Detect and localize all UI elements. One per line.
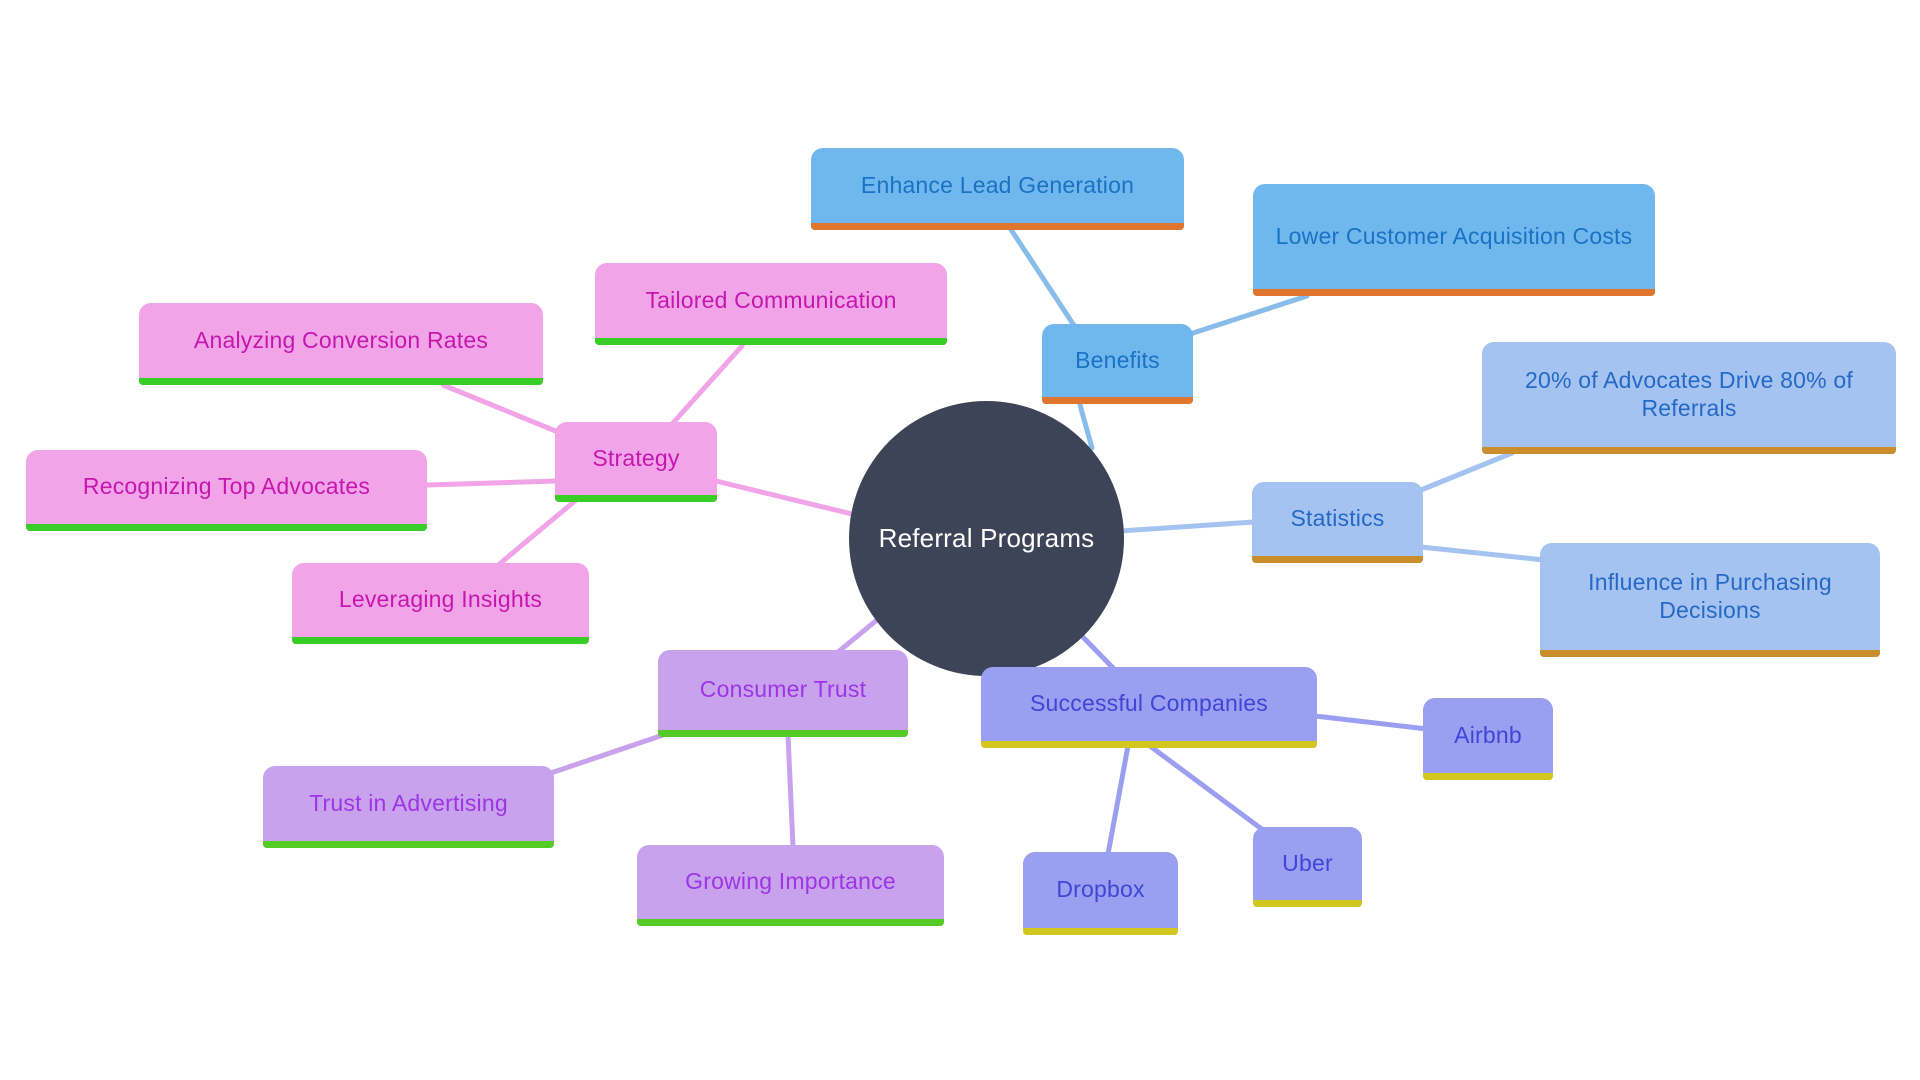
node-airbnb[interactable]: Airbnb [1423,698,1553,780]
link-strategy-leveraging [494,497,579,569]
node-underline [26,524,427,531]
node-label: Analyzing Conversion Rates [193,326,489,353]
node-strategy[interactable]: Strategy [555,422,717,502]
link-root-statistics [1117,519,1257,534]
node-successful-companies[interactable]: Successful Companies [981,667,1317,748]
node-underline [555,495,717,502]
node-dropbox[interactable]: Dropbox [1023,852,1178,935]
link-statistics-advocates [1418,450,1515,493]
node-underline [1252,556,1423,563]
node-underline [1042,397,1193,404]
node-underline [263,841,554,848]
node-tailored-communication[interactable]: Tailored Communication [595,263,947,345]
node-trust-in-advertising[interactable]: Trust in Advertising [263,766,554,848]
link-root-companies [1077,631,1118,673]
node-underline [658,730,908,737]
link-strategy-analyzing [440,382,561,435]
node-underline [1423,773,1553,780]
node-label: Successful Companies [1030,690,1268,717]
link-root-trust [835,612,886,655]
node-statistics[interactable]: Statistics [1252,482,1423,563]
node-recognizing-top-advocates[interactable]: Recognizing Top Advocates [26,450,427,531]
node-referral-programs[interactable]: Referral Programs [849,401,1124,676]
node-label: Influence in Purchasing Decisions [1588,569,1832,623]
node-advocates-drive-referrals[interactable]: 20% of Advocates Drive 80% of Referrals [1482,342,1896,454]
node-label: Airbnb [1454,721,1522,748]
link-root-benefits [1077,402,1095,451]
node-label: Enhance Lead Generation [860,171,1135,198]
node-underline [1253,289,1655,296]
node-underline [1253,900,1362,907]
node-label: Strategy [592,444,680,471]
node-label: Benefits [1075,346,1160,373]
link-trust-advertising [542,729,675,778]
node-analyzing-conversion-rates[interactable]: Analyzing Conversion Rates [139,303,543,385]
link-strategy-tailored [669,343,745,427]
node-underline [1482,447,1896,454]
node-label: Tailored Communication [645,286,897,313]
node-label: Lower Customer Acquisition Costs [1275,222,1633,249]
node-label: Growing Importance [685,868,896,895]
node-underline [811,223,1184,230]
node-label: Uber [1282,849,1333,876]
node-label: Dropbox [1056,876,1145,903]
node-underline [1540,650,1880,657]
node-benefits[interactable]: Benefits [1042,324,1193,404]
node-label: Statistics [1290,505,1385,532]
node-underline [139,378,543,385]
node-label: Recognizing Top Advocates [82,473,371,500]
node-label: 20% of Advocates Drive 80% of Referrals [1525,367,1853,421]
link-companies-uber [1147,743,1266,833]
link-companies-airbnb [1312,713,1430,732]
link-root-strategy [709,477,855,517]
node-underline [637,919,944,926]
link-benefits-lcac [1187,293,1310,337]
link-companies-dropbox [1105,743,1131,857]
node-underline [981,741,1317,748]
link-strategy-recognizing [424,478,560,488]
link-benefits-elg [1007,225,1080,333]
node-lower-customer-acquisition-costs[interactable]: Lower Customer Acquisition Costs [1253,184,1655,296]
node-uber[interactable]: Uber [1253,827,1362,907]
node-growing-importance[interactable]: Growing Importance [637,845,944,926]
node-consumer-trust[interactable]: Consumer Trust [658,650,908,737]
node-underline [1023,928,1178,935]
node-label: Leveraging Insights [338,586,543,613]
node-label: Consumer Trust [699,676,867,703]
node-underline [292,637,589,644]
node-influence-purchasing-decisions[interactable]: Influence in Purchasing Decisions [1540,543,1880,657]
node-label: Trust in Advertising [309,789,508,816]
node-underline [595,338,947,345]
node-label: Referral Programs [878,523,1095,553]
link-statistics-influence [1418,544,1547,563]
link-trust-growing [785,732,796,850]
node-leveraging-insights[interactable]: Leveraging Insights [292,563,589,644]
node-enhance-lead-generation[interactable]: Enhance Lead Generation [811,148,1184,230]
